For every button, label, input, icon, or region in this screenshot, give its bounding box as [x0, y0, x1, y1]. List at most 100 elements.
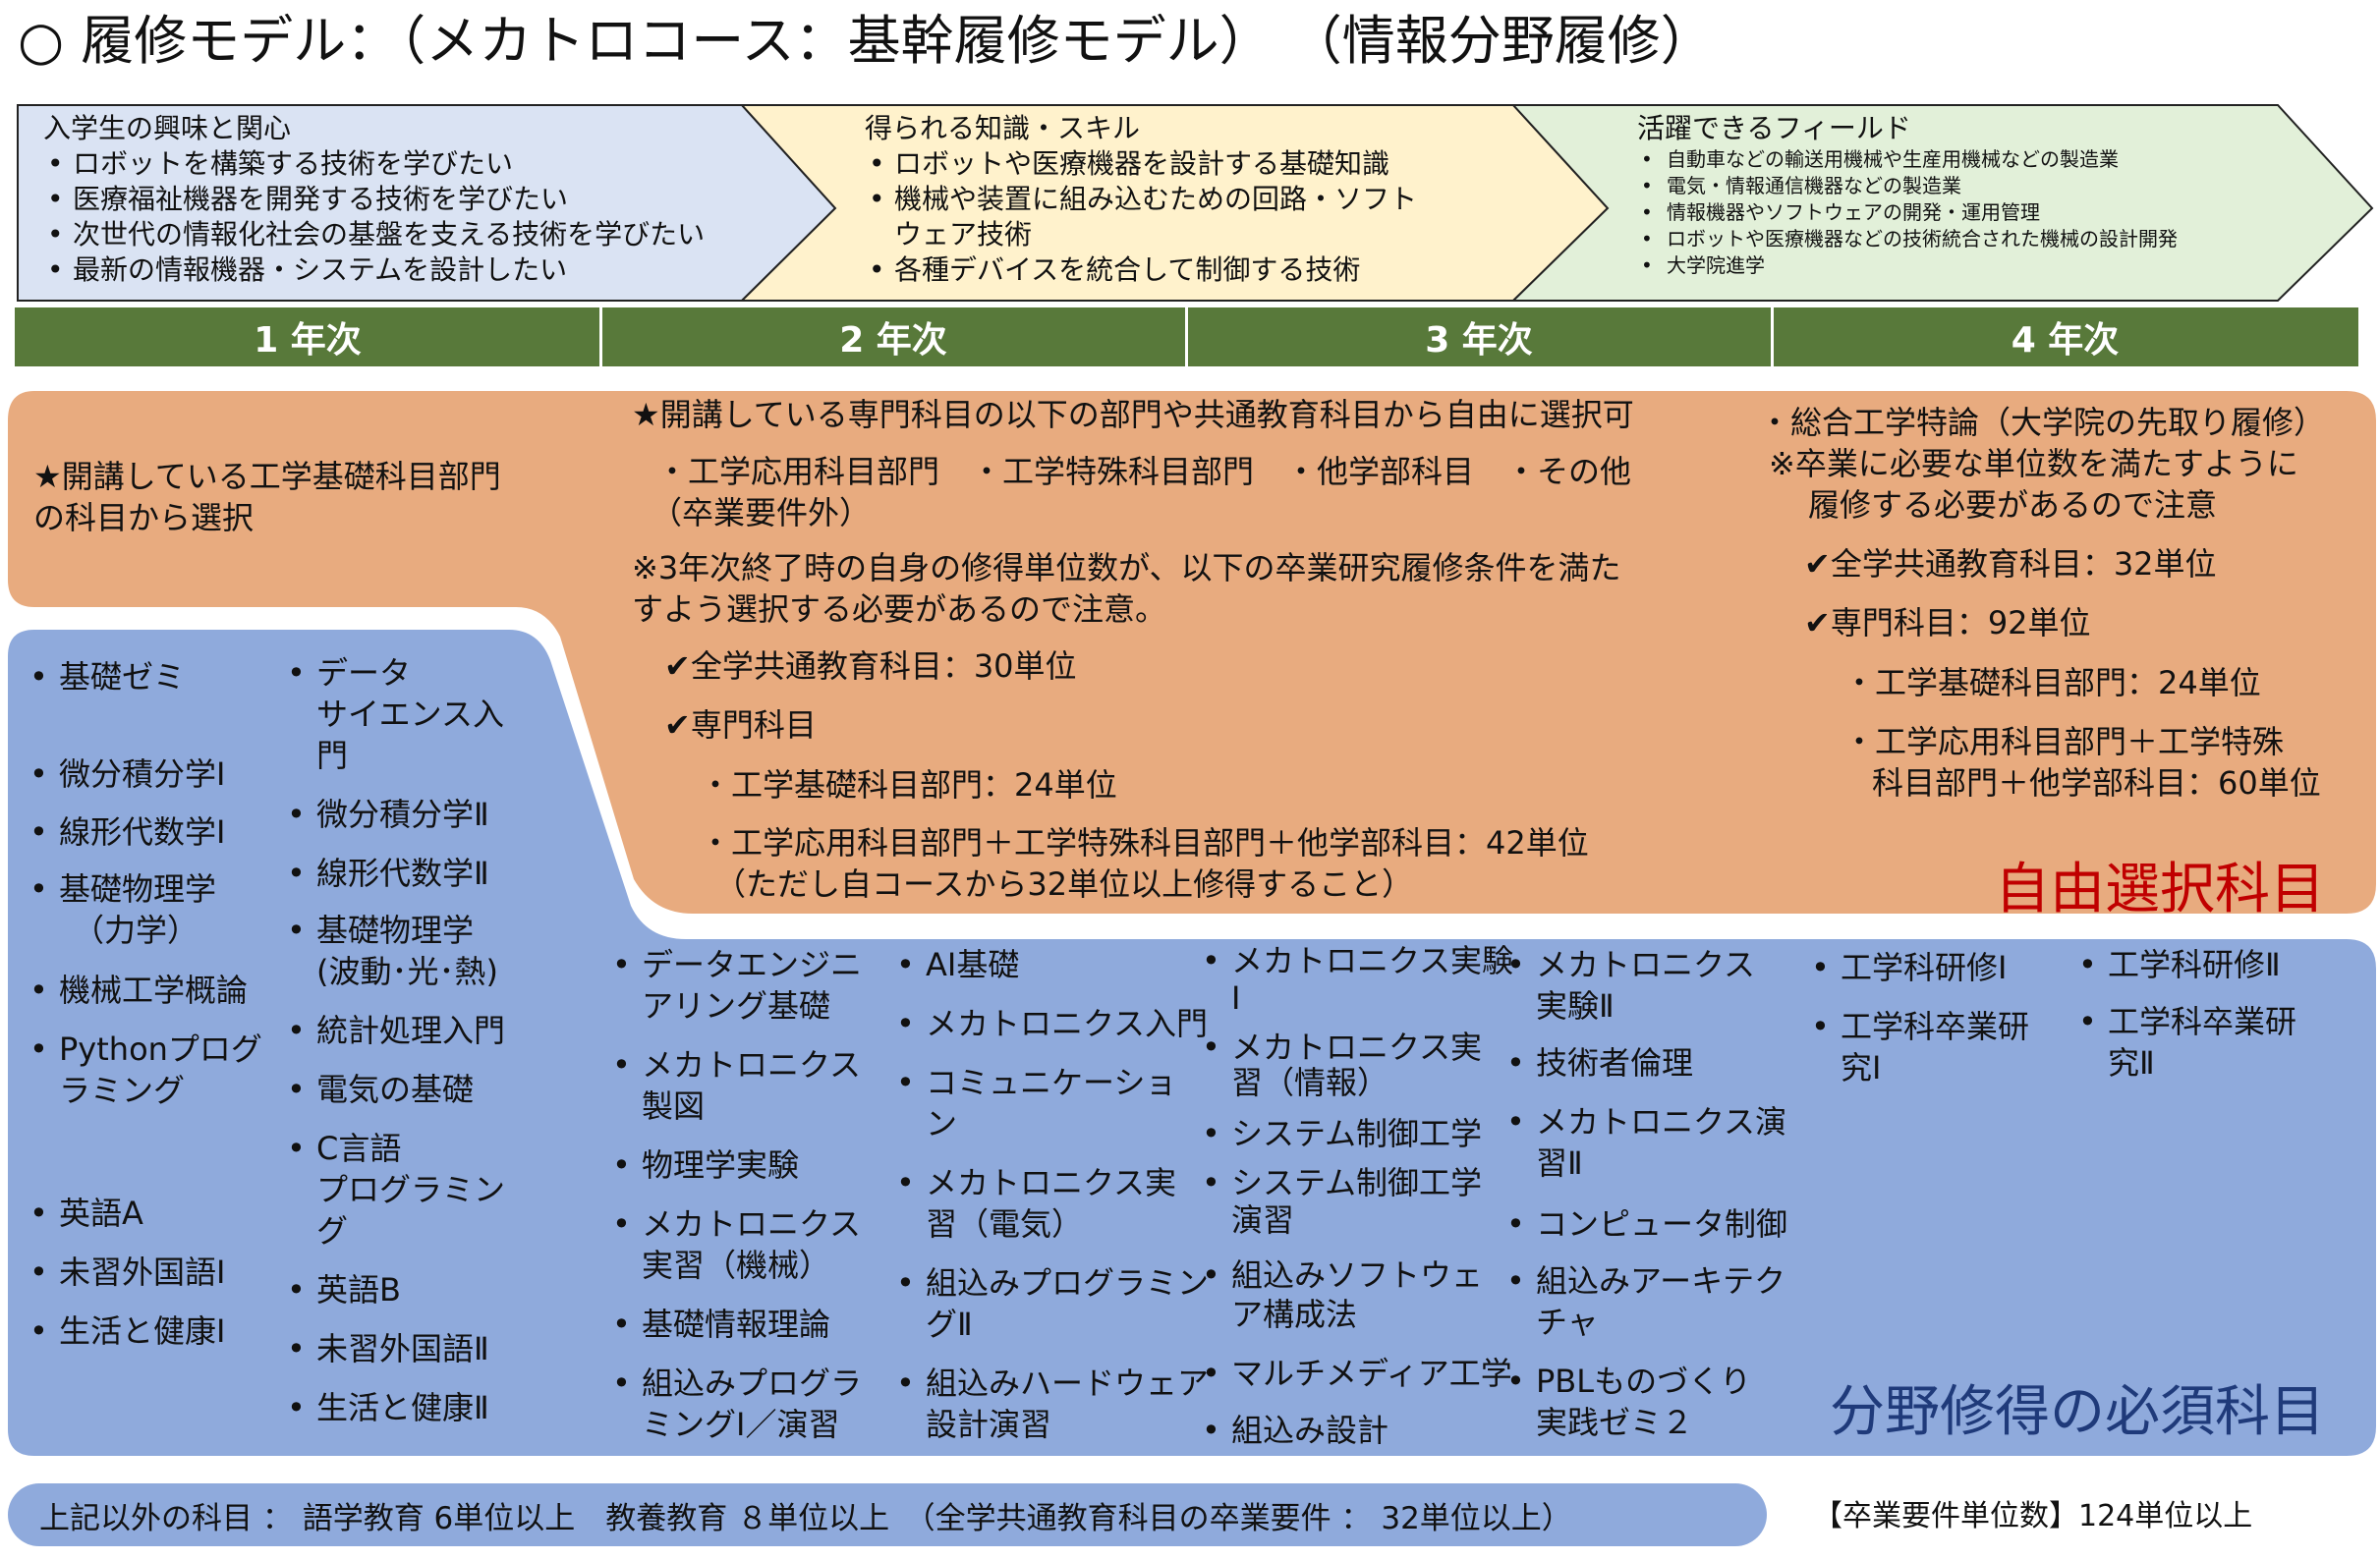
required-course: 基礎ゼミ: [29, 657, 185, 696]
required-course: 基礎物理学: [29, 869, 216, 909]
required-course-cont: 門: [316, 737, 349, 774]
required-course-cont: Ⅰ: [1231, 979, 1241, 1017]
required-course: 微分積分学Ⅱ: [287, 795, 489, 834]
elective-mid-line: ✔全学共通教育科目：30単位: [664, 647, 1077, 685]
required-course: 線形代数学Ⅰ: [29, 812, 226, 852]
required-course: 線形代数学Ⅱ: [287, 854, 489, 893]
required-course-cont: 実験Ⅱ: [1536, 987, 1615, 1025]
elective-y1-line: ★開講している工学基礎科目部門: [33, 458, 501, 495]
required-course: 基礎物理学: [287, 911, 474, 950]
required-course: PBLものづくり: [1506, 1362, 1751, 1401]
required-course: マルチメディア工学: [1202, 1354, 1512, 1393]
elective-mid-line: ★開講している専門科目の以下の部門や共通教育科目から自由に選択可: [632, 396, 1634, 433]
required-course: 組込みプログラ: [612, 1364, 862, 1403]
required-course: 微分積分学Ⅰ: [29, 754, 226, 794]
elective-mid-line: ✔専門科目: [664, 706, 817, 744]
list-item: ロボットや医療機器を設計する基礎知識: [861, 146, 1417, 182]
required-course-cont: ア構成法: [1231, 1296, 1358, 1333]
required-course: 基礎情報理論: [612, 1305, 830, 1344]
required-course: メカトロニクス: [612, 1204, 861, 1244]
elective-y4-line: ✔専門科目：92単位: [1804, 604, 2091, 641]
required-course-cont: 実習（機械）: [642, 1247, 831, 1284]
elective-mid-line: ・工学応用科目部門＋工学特殊科目部門＋他学部科目：42単位: [700, 824, 1589, 862]
arrow-interest-heading: 入学生の興味と関心: [43, 112, 292, 144]
required-course-cont: 設計演習: [926, 1406, 1052, 1443]
required-course-cont: プログラミン: [316, 1171, 506, 1208]
other-courses-text: 上記以外の科目 ： 語学教育 6単位以上 教養教育 ８単位以上 （全学共通教育科…: [39, 1500, 1572, 1536]
list-item: 自動車などの輸送用機械や生産用機械などの製造業: [1633, 146, 2178, 173]
elective-mid-line: ・工学基礎科目部門：24単位: [700, 766, 1117, 804]
arrow-interest: 入学生の興味と関心 ロボットを構築する技術を学びたい 医療福祉機器を開発する技術…: [39, 111, 705, 288]
required-course: メカトロニクス実: [896, 1163, 1176, 1202]
required-course: メカトロニクス実験: [1202, 941, 1513, 980]
list-item-text: ウェア技術: [894, 218, 1033, 251]
year-divider: [599, 307, 602, 366]
required-course: AI基礎: [896, 945, 1019, 984]
required-course: Pythonプログ: [29, 1030, 262, 1069]
list-item: 最新の情報機器・システムを設計したい: [39, 252, 705, 288]
year-2-header: 2 年次: [600, 307, 1186, 366]
required-course-cont: 演習: [1231, 1201, 1295, 1239]
arrow-skills: 得られる知識・スキル ロボットや医療機器を設計する基礎知識 機械や装置に組み込む…: [861, 111, 1417, 288]
graduation-requirement: 【卒業要件単位数】124単位以上: [1813, 1499, 2253, 1533]
list-item: 機械や装置に組み込むための回路・ソフト: [861, 182, 1417, 217]
required-course: 組込みアーキテク: [1506, 1261, 1785, 1301]
required-course: 生活と健康Ⅰ: [29, 1311, 226, 1351]
required-course-cont: 究Ⅰ: [1841, 1049, 1882, 1086]
required-course: コミュニケーショ: [896, 1063, 1176, 1102]
required-course: 工学科卒業研: [1811, 1007, 2029, 1046]
elective-y4-line: ✔全学共通教育科目：32単位: [1804, 545, 2217, 583]
year-3-header: 3 年次: [1186, 307, 1772, 366]
year-divider: [1185, 307, 1188, 366]
list-item: 次世代の情報化社会の基盤を支える技術を学びたい: [39, 217, 705, 252]
required-course: 統計処理入門: [287, 1011, 505, 1050]
page-title: ○ 履修モデル：（メカトロコース：基幹履修モデル） （情報分野履修）: [18, 10, 1714, 72]
year-1-header: 1 年次: [15, 307, 600, 366]
required-course: 組込みソフトウェ: [1202, 1255, 1483, 1295]
required-course-cont: チャ: [1536, 1304, 1599, 1341]
required-course: 未習外国語Ⅰ: [29, 1253, 226, 1292]
required-course-cont: ン: [926, 1105, 958, 1142]
required-course-cont: 実践ゼミ２: [1536, 1404, 1694, 1441]
elective-mid-line: ・工学応用科目部門 ・工学特殊科目部門 ・他学部科目 ・その他: [656, 453, 1632, 490]
required-course-cont: 習Ⅱ: [1536, 1144, 1583, 1182]
required-course-cont: 製図: [642, 1087, 706, 1125]
list-item: 各種デバイスを統合して制御する技術: [861, 252, 1417, 288]
elective-mid-line: （卒業要件外）: [651, 494, 872, 531]
elective-label: 自由選択科目: [1995, 858, 2325, 921]
elective-y4-line: 科目部門＋他学部科目：60単位: [1872, 764, 2321, 802]
required-course: 工学科研修Ⅰ: [1811, 948, 2008, 987]
required-course: システム制御工学: [1202, 1114, 1482, 1153]
list-item-continuation: ウェア技術: [861, 217, 1417, 252]
required-course-cont: 習（情報）: [1231, 1064, 1389, 1101]
list-item: 情報機器やソフトウェアの開発・運用管理: [1633, 199, 2178, 226]
arrow-field: 活躍できるフィールド 自動車などの輸送用機械や生産用機械などの製造業 電気・情報…: [1633, 111, 2178, 279]
list-item: 医療福祉機器を開発する技術を学びたい: [39, 182, 705, 217]
elective-region: [8, 391, 2376, 914]
elective-mid-line: （ただし自コースから32単位以上修得すること）: [714, 865, 1414, 903]
required-course-cont: ミングⅠ／演習: [642, 1406, 840, 1443]
required-course: 生活と健康Ⅱ: [287, 1388, 489, 1427]
required-course-cont: （力学）: [73, 912, 199, 949]
elective-mid-line: ※3年次終了時の自身の修得単位数が、以下の卒業研究履修条件を満た: [632, 549, 1621, 586]
required-course: メカトロニクス実: [1202, 1028, 1482, 1067]
required-course-cont: 習（電気）: [926, 1205, 1084, 1243]
required-course-cont: グⅡ: [926, 1306, 973, 1343]
required-course: 技術者倫理: [1506, 1043, 1693, 1083]
list-item: 大学院進学: [1633, 252, 2178, 279]
elective-y4-line: ・総合工学特論（大学院の先取り履修）: [1759, 404, 2326, 441]
list-item: 電気・情報通信機器などの製造業: [1633, 173, 2178, 199]
required-course: メカトロニクス演: [1506, 1102, 1786, 1142]
required-course: 未習外国語Ⅱ: [287, 1329, 489, 1368]
required-course: メカトロニクス: [1506, 945, 1755, 984]
required-course: システム制御工学: [1202, 1163, 1482, 1202]
year-divider: [1771, 307, 1774, 366]
required-course: データ: [287, 653, 411, 693]
elective-y4-line: ・工学基礎科目部門：24単位: [1843, 664, 2261, 701]
required-course-cont: アリング基礎: [642, 987, 831, 1025]
required-course-cont: ラミング: [59, 1072, 186, 1109]
elective-mid-line: すよう選択する必要があるので注意。: [632, 590, 1167, 628]
required-course: メカトロニクス入門: [896, 1004, 1208, 1043]
elective-y4-line: 履修する必要があるので注意: [1808, 486, 2218, 524]
arrow-field-heading: 活躍できるフィールド: [1637, 112, 1911, 144]
